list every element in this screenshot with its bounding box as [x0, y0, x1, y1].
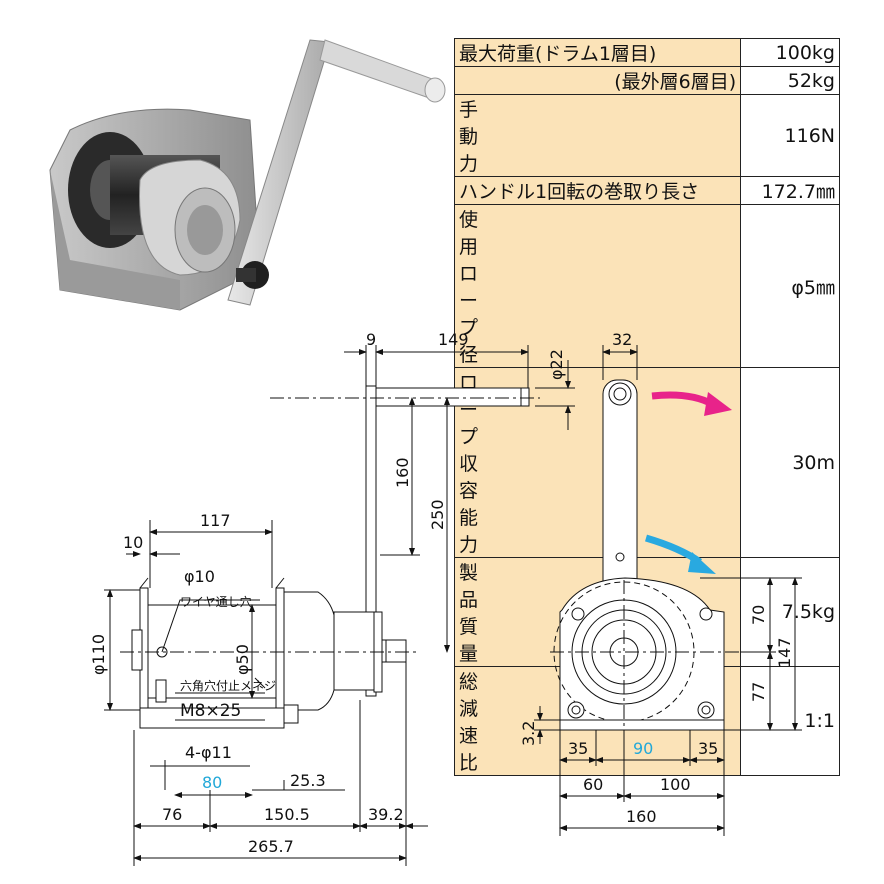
- spec-label-text: 製品質量: [459, 558, 736, 666]
- spec-label-char: ー: [459, 290, 479, 312]
- dim-arm-250: 250: [428, 499, 447, 530]
- spec-label-char: 比: [459, 752, 479, 774]
- spec-label: (最外層6層目): [453, 66, 742, 95]
- dim-handle-dia: φ22: [547, 349, 566, 380]
- dim-39-2: 39.2: [368, 805, 404, 824]
- stop-screw-label: 六角穴付止メネジ: [180, 678, 276, 693]
- spec-label: 使用ロープ径: [453, 204, 742, 368]
- spec-label-char: ロ: [459, 263, 479, 285]
- dim-arm-160: 160: [393, 457, 412, 488]
- rotation-arrow-cyan-head: [688, 552, 716, 574]
- spec-label-char: 使: [459, 209, 479, 231]
- spec-value: 172.7㎜: [740, 176, 840, 205]
- spec-row: (最外層6層目) 52kg: [453, 66, 840, 95]
- spec-value: 116N: [740, 94, 840, 177]
- dim-3-2: 3.2: [519, 721, 538, 746]
- rotation-arrow-magenta: [651, 391, 714, 408]
- spec-label-char: 用: [459, 236, 479, 258]
- spec-value: 1:1: [740, 666, 840, 776]
- spec-label-char: 製: [459, 562, 479, 584]
- spec-label-char: 動: [459, 126, 479, 148]
- spec-value: φ5㎜: [740, 204, 840, 368]
- dim-147: 147: [775, 637, 794, 668]
- spec-label-text: 手動力: [459, 95, 736, 176]
- spec-label: ハンドル1回転の巻取り長さ: [453, 176, 742, 205]
- dimension-drawing: 9 149 φ22 160 250 117 10 φ10 φ110 φ50 M8…: [89, 330, 802, 866]
- spec-row: 手動力 116N: [453, 94, 840, 177]
- dim-mount-holes: 4-φ11: [185, 743, 232, 762]
- winch-product-photo: [49, 39, 446, 311]
- spec-label-text: 総減速比: [459, 667, 736, 775]
- dim-70: 70: [749, 605, 768, 625]
- dim-25-3: 25.3: [290, 771, 326, 790]
- dim-60: 60: [583, 775, 603, 794]
- dim-265-7: 265.7: [248, 837, 294, 856]
- dim-80: 80: [202, 773, 222, 792]
- spec-label-char: 質: [459, 616, 479, 638]
- dim-handle-offset: 9: [366, 330, 376, 349]
- spec-label-char: プ: [459, 317, 479, 339]
- dim-100: 100: [660, 775, 691, 794]
- spec-label-char: 量: [459, 643, 479, 665]
- spec-label-char: 手: [459, 99, 479, 121]
- spec-label-char: 速: [459, 725, 479, 747]
- spec-value: 30m: [740, 367, 840, 558]
- dim-hole-dia: φ10: [184, 567, 215, 586]
- spec-label-char: 力: [459, 534, 479, 556]
- spec-value: 100kg: [740, 38, 840, 67]
- dim-35a: 35: [568, 739, 588, 758]
- spec-label: 手動力: [453, 94, 742, 177]
- spec-row: 使用ロープ径 φ5㎜: [453, 204, 840, 368]
- dim-160: 160: [626, 807, 657, 826]
- dim-drum-110: φ110: [89, 634, 108, 675]
- spec-label-char: 品: [459, 589, 479, 611]
- dim-76: 76: [162, 805, 182, 824]
- dim-width-117: 117: [200, 511, 231, 530]
- spec-label-char: 総: [459, 671, 479, 693]
- spec-label-char: 収: [459, 453, 479, 475]
- dim-screw-size: M8×25: [180, 701, 241, 721]
- dim-32: 32: [612, 330, 632, 349]
- wire-hole-label: ワイヤ通し穴: [180, 594, 252, 609]
- dim-drum-50: φ50: [233, 644, 252, 675]
- spec-value: 52kg: [740, 66, 840, 95]
- rotation-arrow-magenta-head: [704, 392, 732, 416]
- dim-handle-length: 149: [438, 330, 469, 349]
- spec-label: 最大荷重(ドラム1層目): [453, 38, 742, 67]
- spec-label-char: プ: [459, 426, 479, 448]
- spec-label-char: 能: [459, 507, 479, 529]
- spec-row: ハンドル1回転の巻取り長さ 172.7㎜: [453, 176, 840, 205]
- dim-77: 77: [749, 682, 768, 702]
- spec-row: 最大荷重(ドラム1層目) 100kg: [453, 38, 840, 67]
- spec-label-char: 力: [459, 153, 479, 175]
- dim-90: 90: [633, 739, 653, 758]
- dim-150-5: 150.5: [264, 805, 310, 824]
- dim-35b: 35: [698, 739, 718, 758]
- spec-label-char: 容: [459, 480, 479, 502]
- spec-label-char: 減: [459, 698, 479, 720]
- dim-flange-10: 10: [123, 533, 143, 552]
